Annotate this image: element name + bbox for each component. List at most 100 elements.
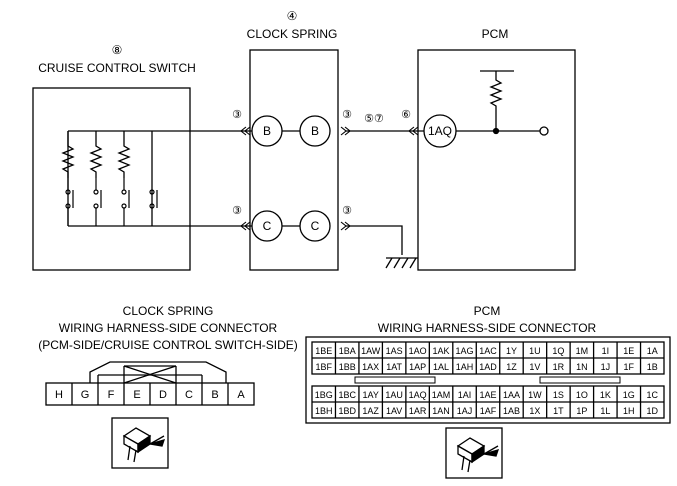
- pcm-pin-label: 1AH: [456, 362, 474, 372]
- pcm-pin-label: 1BG: [315, 390, 333, 400]
- pcm-pin-label: 1B: [647, 362, 658, 372]
- pcm-pin-label: 1AT: [386, 362, 402, 372]
- ref-harness-mid: ⑤⑦: [364, 113, 384, 125]
- connector-marks: [240, 126, 419, 231]
- pcm-pin-label: 1AA: [503, 390, 520, 400]
- ref-c-left: ③: [232, 205, 242, 217]
- pcm-pin-label: 1AV: [386, 406, 402, 416]
- pcm-pin-label: 1L: [600, 406, 610, 416]
- pcm-pin-label: 1AJ: [457, 406, 473, 416]
- clock-pin-e: E: [133, 389, 140, 401]
- pcm-pin-label: 1AW: [361, 346, 381, 356]
- pcm-pin-label: 1BE: [315, 346, 332, 356]
- pcm-pin-label: 1AC: [479, 346, 497, 356]
- pcm-pin-label: 1AB: [503, 406, 520, 416]
- terminal-label-c-left: C: [263, 219, 272, 233]
- pcm-conn-title1: PCM: [474, 304, 501, 318]
- cruise-switch-number: ⑧: [112, 43, 123, 57]
- switch-ladder: [61, 130, 190, 227]
- pcm-pin-label: 1U: [529, 346, 541, 356]
- pcm-conn-title2: WIRING HARNESS-SIDE CONNECTOR: [378, 321, 597, 335]
- clock-spring-terminal-c-right: [299, 210, 331, 242]
- pcm-pin-label: 1AU: [385, 390, 403, 400]
- pcm-pin-label: 1AZ: [362, 406, 379, 416]
- pcm-pin-label: 1Z: [506, 362, 517, 372]
- pcm-pin-label: 1E: [623, 346, 634, 356]
- pcm-pin-label: 1S: [553, 390, 564, 400]
- terminal-label-b-left: B: [263, 124, 271, 138]
- pcm-pin-label: 1W: [528, 390, 542, 400]
- pcm-connector-outer: [305, 336, 671, 424]
- pcm-pin-label: 1O: [576, 390, 588, 400]
- cruise-switch-box: [32, 87, 191, 271]
- pcm-pin-label: 1A: [647, 346, 658, 356]
- pcm-pin-label: 1J: [601, 362, 611, 372]
- ref-b-right: ③: [342, 109, 352, 121]
- pcm-pin-label: 1C: [647, 390, 659, 400]
- pcm-pin-label: 1AP: [409, 362, 426, 372]
- pcm-pin-label: 1N: [576, 362, 588, 372]
- clock-pin-h: H: [55, 389, 63, 401]
- pcm-pin-label: 1D: [647, 406, 659, 416]
- pcm-pin-label: 1AM: [432, 390, 451, 400]
- pcm-pullup: [456, 70, 549, 136]
- pcm-pin-label: 1AY: [362, 390, 378, 400]
- terminal-label-b-right: B: [311, 124, 319, 138]
- pcm-pin-label: 1AD: [479, 362, 497, 372]
- clock-pin-d: D: [159, 389, 167, 401]
- clock-conn-title1: CLOCK SPRING: [123, 304, 214, 318]
- pcm-pin-label: 1AS: [386, 346, 403, 356]
- pcm-pin-label: 1BB: [339, 362, 356, 372]
- clock-spring-terminal-c-left: [251, 210, 283, 242]
- pcm-pin-label: 1BA: [339, 346, 356, 356]
- ground-symbol: [385, 257, 418, 269]
- pcm-pin-label: 1AF: [480, 406, 497, 416]
- pcm-pin-label: 1AR: [409, 406, 427, 416]
- clock-pin-c: C: [185, 389, 193, 401]
- cruise-switch-title: CRUISE CONTROL SWITCH: [38, 61, 196, 75]
- pcm-pin-label: 1AK: [433, 346, 450, 356]
- pcm-pin-label: 1F: [624, 362, 635, 372]
- clock-pin-f: F: [108, 389, 115, 401]
- pcm-pin-label: 1AI: [458, 390, 472, 400]
- wire-c-right: [346, 225, 403, 255]
- pcm-pin-label: 1Y: [506, 346, 517, 356]
- pcm-connector-grid: [311, 341, 665, 419]
- pcm-pin-label: 1AL: [433, 362, 449, 372]
- clock-spring-terminal-b-left: [251, 115, 283, 147]
- pcm-pin-label: 1X: [529, 406, 540, 416]
- pcm-connector-icon: [445, 427, 503, 479]
- pcm-pin-label: 1AN: [432, 406, 450, 416]
- pcm-pin-label: 1G: [623, 390, 635, 400]
- clock-connector-face: [45, 361, 255, 406]
- clock-pin-b: B: [211, 389, 218, 401]
- ref-pcm: ⑥: [401, 109, 411, 121]
- pcm-pin-label: 1AG: [456, 346, 474, 356]
- clock-pin-a: A: [237, 389, 245, 401]
- pcm-pin-label: 1V: [529, 362, 540, 372]
- pcm-pin-label: 1BC: [338, 390, 356, 400]
- terminal-label-c-right: C: [311, 219, 320, 233]
- clock-spring-terminal-b-right: [299, 115, 331, 147]
- pcm-pin-label: 1BH: [315, 406, 333, 416]
- pcm-pin-label: 1Q: [552, 346, 564, 356]
- clock-spring-box: [249, 49, 339, 271]
- pcm-pin-label: 1H: [623, 406, 635, 416]
- pcm-terminal-label: 1AQ: [428, 124, 452, 138]
- clock-connector-icon: [111, 417, 169, 469]
- pcm-pin-label: 1P: [576, 406, 587, 416]
- pcm-box: [417, 49, 576, 271]
- pcm-title: PCM: [482, 27, 509, 41]
- clock-pin-g: G: [81, 389, 90, 401]
- ref-b-left: ③: [232, 109, 242, 121]
- ref-c-right: ③: [342, 205, 352, 217]
- pcm-pin-label: 1K: [600, 390, 611, 400]
- pcm-column-dividers: [334, 342, 642, 418]
- clock-spring-title: CLOCK SPRING: [247, 27, 338, 41]
- pcm-pin-label: 1AE: [479, 390, 496, 400]
- clock-conn-title3: (PCM-SIDE/CRUISE CONTROL SWITCH-SIDE): [38, 338, 298, 352]
- pcm-pin-label: 1AX: [362, 362, 379, 372]
- clock-spring-number: ④: [287, 9, 298, 23]
